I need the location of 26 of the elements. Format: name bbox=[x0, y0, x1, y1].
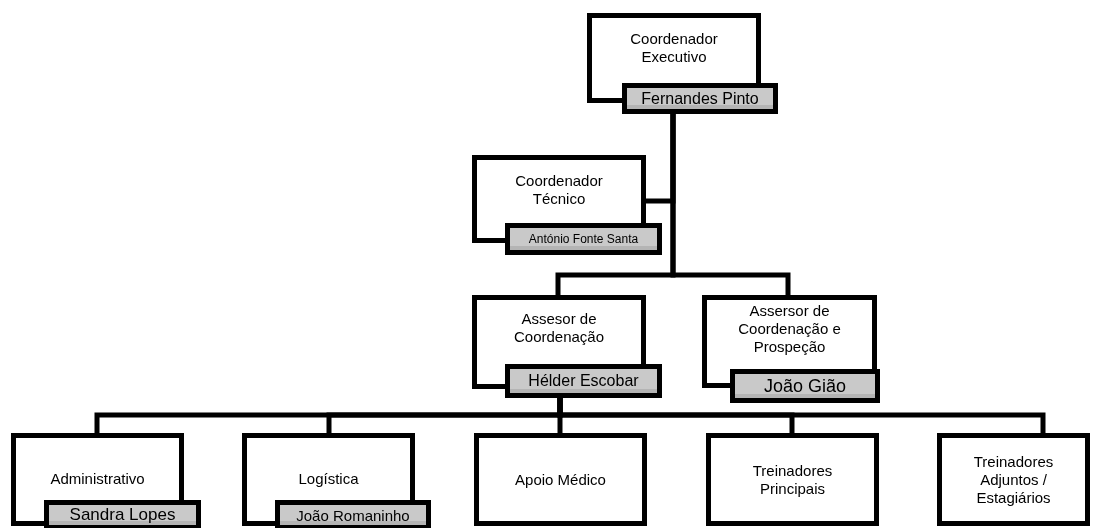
name-tag: João Gião bbox=[730, 369, 880, 403]
role-box bbox=[472, 155, 646, 223]
role-box bbox=[706, 433, 879, 526]
name-tag: Fernandes Pinto bbox=[622, 83, 778, 114]
role-box bbox=[937, 433, 1090, 526]
role-box bbox=[472, 295, 646, 364]
name-tag: Sandra Lopes bbox=[44, 500, 201, 528]
role-box bbox=[242, 433, 415, 500]
connector-line bbox=[670, 114, 791, 295]
role-title: Assersor de Coordenação e Prospeção bbox=[737, 302, 842, 356]
role-title: Apoio Médico bbox=[515, 470, 606, 489]
role-title: Coordenador Executivo bbox=[629, 30, 719, 66]
role-box bbox=[11, 433, 184, 500]
role-box bbox=[474, 433, 647, 526]
role-title: Coordenador Técnico bbox=[514, 172, 604, 208]
role-title: Assesor de Coordenação bbox=[512, 310, 606, 346]
name-tag: Hélder Escobar bbox=[505, 364, 662, 398]
role-title: Logística bbox=[298, 470, 359, 488]
name-tag: João Romaninho bbox=[275, 500, 431, 528]
role-title: Administrativo bbox=[50, 470, 145, 488]
role-title: Treinadores Principais bbox=[751, 461, 834, 498]
name-tag: António Fonte Santa bbox=[505, 223, 662, 255]
role-box bbox=[587, 13, 761, 83]
role-box bbox=[702, 295, 877, 369]
connector-line bbox=[557, 398, 1046, 433]
role-title: Treinadores Adjuntos / Estagiários bbox=[972, 452, 1055, 507]
